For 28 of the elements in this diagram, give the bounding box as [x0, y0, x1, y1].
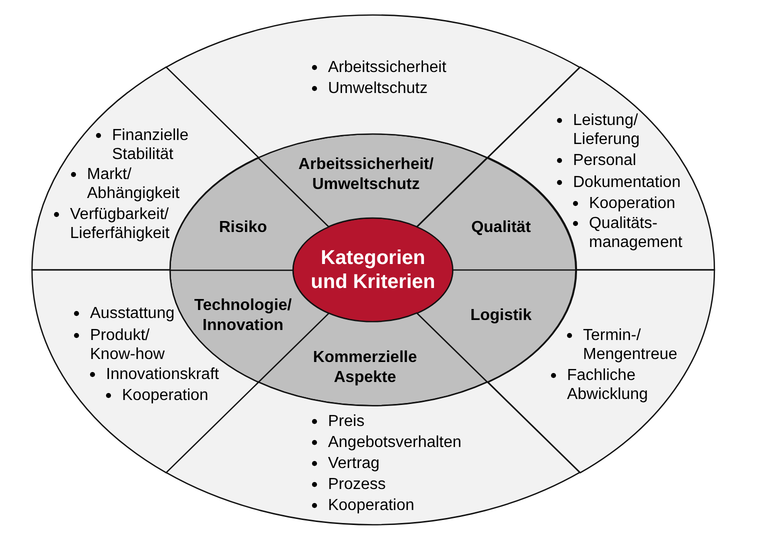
- criterion-text: Vertrag: [328, 454, 381, 473]
- criterion-text: Arbeitssicherheit: [328, 58, 448, 77]
- criterion-text: Finanzielle Stabilität: [112, 126, 190, 164]
- criterion-text: Innovationskraft: [106, 365, 220, 384]
- criterion-text: Kooperation: [122, 386, 210, 405]
- criterion-text: Termin-/ Mengentreue: [582, 326, 678, 364]
- criterion-text: Kooperation: [328, 496, 416, 515]
- criterion-text: Ausstattung: [90, 304, 176, 323]
- criterion-text: Fachliche Abwicklung: [566, 366, 649, 404]
- category-label: Arbeitssicherheit/ Umweltschutz: [297, 155, 434, 195]
- category-label: Logistik: [469, 306, 532, 326]
- criterion-text: Verfügbarkeit/ Lieferfähigkeit: [70, 204, 171, 243]
- center-title: Kategorien und Kriterien: [310, 246, 436, 294]
- category-label: Qualität: [470, 218, 532, 238]
- criterion-text: Leistung/ Lieferung: [572, 110, 641, 149]
- criterion-text: Angebotsverhalten: [328, 432, 462, 452]
- criterion-text: Produkt/ Know-how: [90, 326, 166, 364]
- criterion-text: Umweltschutz: [328, 79, 429, 98]
- category-label: Technologie/ Innovation: [194, 296, 292, 336]
- criterion-text: Personal: [572, 150, 638, 170]
- category-label: Kommerzielle Aspekte: [312, 348, 418, 388]
- criterion-text: Qualitäts- management: [588, 214, 684, 252]
- criterion-text: Markt/ Abhängigkeit: [87, 164, 181, 203]
- criterion-text: Kooperation: [588, 194, 676, 213]
- category-label: Risiko: [218, 218, 268, 238]
- criterion-text: Prozess: [328, 474, 387, 494]
- criterion-text: Dokumentation: [572, 172, 682, 192]
- criterion-text: Preis: [328, 412, 366, 431]
